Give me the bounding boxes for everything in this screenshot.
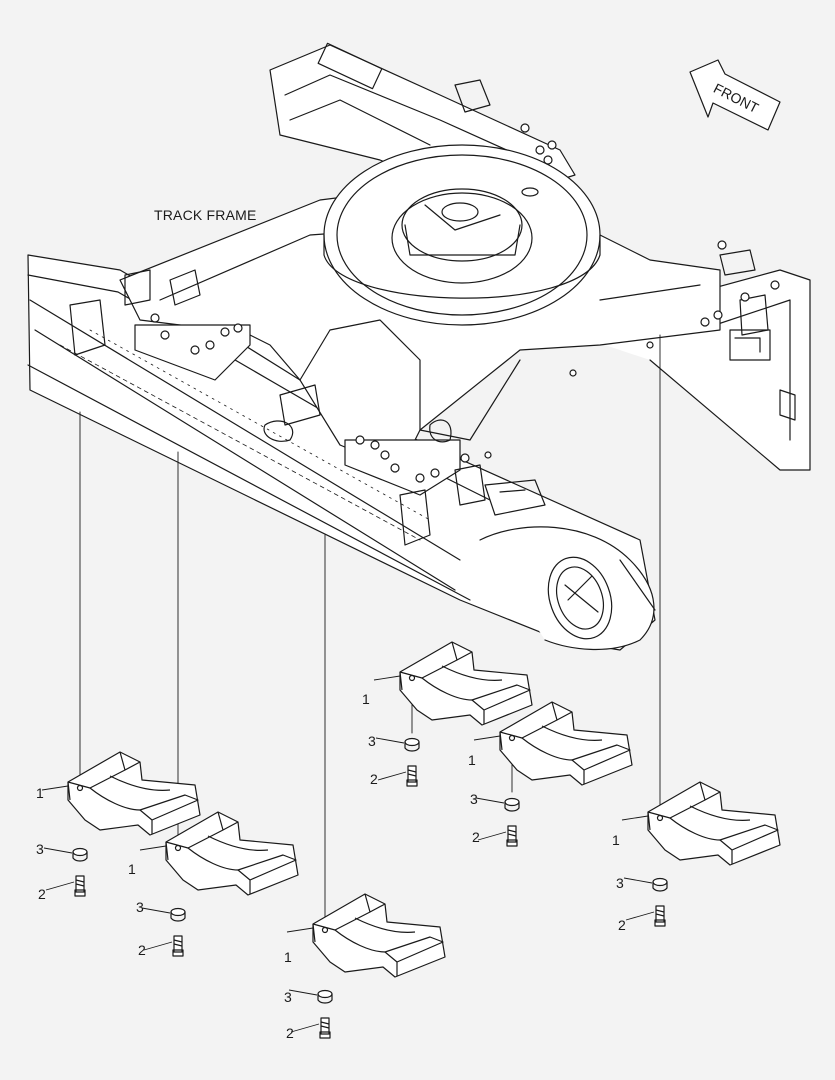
guard-rib (334, 917, 416, 953)
assembly-b (139, 811, 299, 957)
callout-part-1: 1 (362, 691, 370, 707)
mount-hole (408, 674, 416, 682)
washer (504, 797, 520, 807)
guard-foot (237, 854, 297, 894)
callout-leader (473, 735, 501, 741)
washer (170, 907, 186, 917)
track-guard (165, 811, 299, 896)
callout-part-3: 3 (36, 841, 44, 857)
washer-side (170, 912, 186, 922)
washer-side (317, 994, 333, 1004)
bolt (319, 1017, 331, 1039)
callout-part-3: 3 (368, 733, 376, 749)
guard-rib (669, 805, 751, 841)
callout-leader (45, 881, 75, 891)
bolt (74, 875, 86, 897)
callout-leader (375, 737, 405, 744)
washer (652, 877, 668, 887)
callout-leader (290, 1023, 320, 1033)
bolt-thread (320, 1021, 330, 1029)
callout-part-2: 2 (138, 942, 146, 958)
guard-foot (139, 794, 199, 834)
callout-leader (373, 675, 401, 681)
guard-foot (384, 936, 444, 976)
callout-part-2: 2 (618, 917, 626, 933)
guard-rib (421, 665, 503, 701)
assembly-a (41, 751, 201, 897)
callout-leader (139, 845, 167, 851)
bolt (406, 765, 418, 787)
mount-hole (174, 844, 182, 852)
callout-leader (288, 989, 318, 996)
track-guard (647, 781, 781, 866)
guard-assemblies (41, 641, 781, 1039)
guard-foot (719, 824, 779, 864)
callout-leader (621, 815, 649, 821)
bolt-thread (655, 909, 665, 917)
callout-leader (43, 847, 73, 854)
assembly-e (473, 701, 633, 847)
callout-part-1: 1 (468, 752, 476, 768)
callout-part-2: 2 (38, 886, 46, 902)
front-arrow (689, 59, 781, 131)
mount-hole (656, 814, 664, 822)
washer-side (652, 882, 668, 892)
assembly-d (373, 641, 533, 787)
track-frame (27, 42, 811, 651)
callout-leader (377, 771, 407, 781)
callout-leader (625, 911, 655, 921)
mount-hole (321, 926, 329, 934)
callout-leader (141, 907, 171, 914)
callout-part-1: 1 (612, 832, 620, 848)
washer-side (504, 802, 520, 812)
callout-part-1: 1 (284, 949, 292, 965)
callout-leader (623, 877, 653, 884)
track-guard (67, 751, 201, 836)
callout-leader (143, 941, 173, 951)
bolt-thread (407, 769, 417, 777)
washer-side (404, 742, 420, 752)
mount-hole (76, 784, 84, 792)
guard-rib (89, 775, 171, 811)
bolt-thread (173, 939, 183, 947)
washer (72, 847, 88, 857)
bolt (654, 905, 666, 927)
bolt-thread (75, 879, 85, 887)
callout-part-3: 3 (136, 899, 144, 915)
callout-part-3: 3 (284, 989, 292, 1005)
bolt (172, 935, 184, 957)
callout-part-3: 3 (616, 875, 624, 891)
track-frame-title: TRACK FRAME (154, 207, 257, 223)
callout-leader (41, 785, 69, 791)
callout-part-2: 2 (370, 771, 378, 787)
assembly-f (621, 781, 781, 927)
track-guard (312, 893, 446, 978)
callout-part-1: 1 (128, 861, 136, 877)
callout-part-3: 3 (470, 791, 478, 807)
guard-foot (471, 684, 531, 724)
washer-side (72, 852, 88, 862)
washer (404, 737, 420, 747)
callout-part-2: 2 (286, 1025, 294, 1041)
track-guard (399, 641, 533, 726)
callout-leader (286, 927, 314, 933)
leader-lines (79, 334, 661, 926)
guard-rib (187, 835, 269, 871)
guard-rib (521, 725, 603, 761)
callout-leader (477, 831, 507, 841)
track-guard (499, 701, 633, 786)
bolt-thread (507, 829, 517, 837)
callout-part-2: 2 (472, 829, 480, 845)
callout-part-1: 1 (36, 785, 44, 801)
frame-bolts (150, 123, 780, 483)
bolt (506, 825, 518, 847)
guard-foot (571, 744, 631, 784)
washer (317, 989, 333, 999)
mount-hole (508, 734, 516, 742)
callout-leader (475, 797, 505, 804)
assembly-c (286, 893, 446, 1039)
